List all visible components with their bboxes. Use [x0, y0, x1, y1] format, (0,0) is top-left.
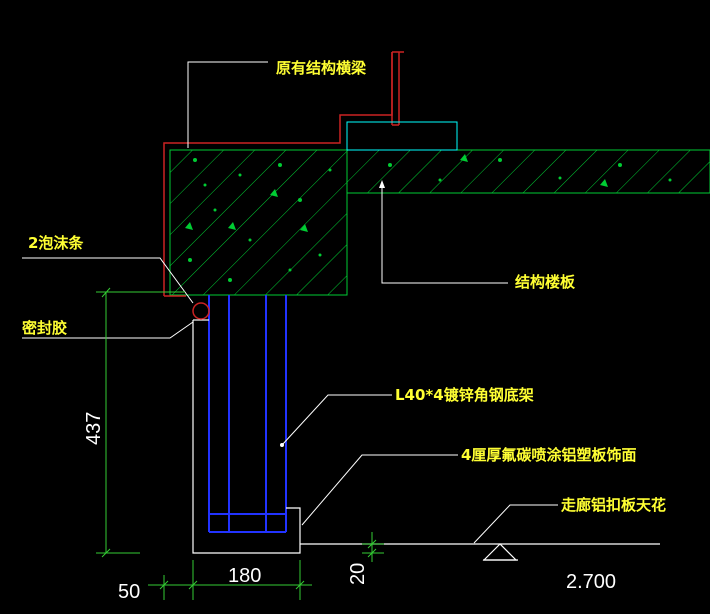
existing-beam-outline — [163, 51, 404, 297]
dim-width: 180 — [228, 565, 261, 587]
label-sealant: 密封胶 — [22, 319, 67, 337]
leader-lines — [22, 61, 558, 544]
dimension-lines — [96, 287, 384, 600]
ceiling-line — [300, 543, 660, 561]
label-existing-beam: 原有结构横梁 — [276, 59, 367, 77]
angle-steel-frame — [208, 295, 287, 533]
label-ceiling: 走廊铝扣板天花 — [561, 496, 666, 514]
beam-block — [346, 121, 458, 151]
label-angle-frame: L40*4镀锌角钢底架 — [395, 386, 534, 404]
dim-height: 437 — [83, 412, 105, 445]
dim-offset: 50 — [118, 581, 140, 603]
aluminum-panel-cladding — [192, 319, 301, 554]
dim-gap: 20 — [347, 563, 369, 585]
dim-elevation: 2.700 — [566, 571, 616, 593]
foam-strip — [192, 302, 210, 320]
leader-ticks — [280, 180, 385, 447]
structural-slab — [169, 149, 710, 296]
label-foam-strip: 2泡沫条 — [28, 234, 84, 252]
concrete-aggregate-marks — [185, 154, 672, 282]
elevation-symbol — [482, 543, 518, 561]
label-structural-slab: 结构楼板 — [515, 273, 576, 291]
label-aluminum-panel: 4厘厚氟碳喷涂铝塑板饰面 — [461, 446, 636, 464]
